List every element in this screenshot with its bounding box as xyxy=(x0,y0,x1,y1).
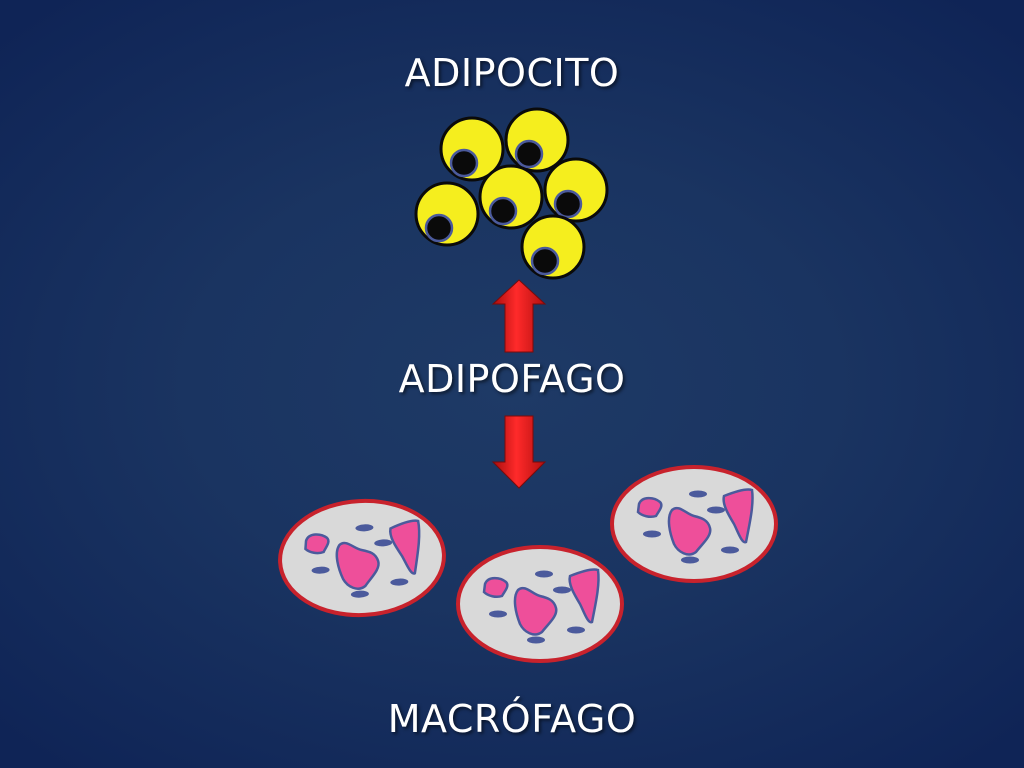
adipocyte-cell xyxy=(478,164,544,230)
adipocyte-cell xyxy=(543,157,609,223)
adipocyte-cell xyxy=(414,181,480,247)
adipocyte-cell xyxy=(504,107,570,173)
adipocito-label: ADIPOCITO xyxy=(404,51,620,95)
adipocyte-cluster-icon xyxy=(414,107,609,280)
macrophage-cell-left xyxy=(277,497,447,619)
adipocyte-cell xyxy=(520,214,586,280)
macrophage-cell-center xyxy=(456,545,624,663)
macrofago-label: MACRÓFAGO xyxy=(387,697,637,741)
arrow-up-icon xyxy=(491,279,547,353)
adipofago-label: ADIPOFAGO xyxy=(398,357,626,401)
macrophage-cell-right xyxy=(610,465,778,583)
arrow-down-icon xyxy=(491,415,547,489)
macrophage-group xyxy=(277,465,778,663)
